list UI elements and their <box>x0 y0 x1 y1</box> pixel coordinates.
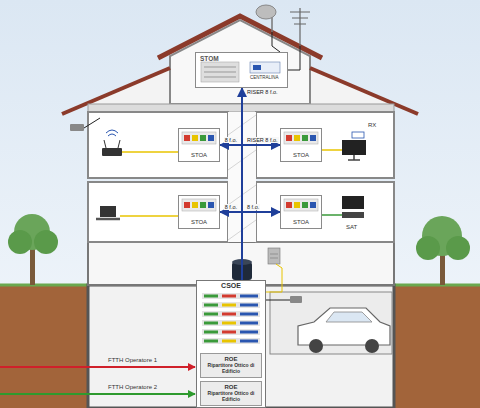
devices-part <box>120 215 178 217</box>
stoa-panel: STOA <box>178 128 220 162</box>
fiber-connector <box>242 212 280 280</box>
devices-part <box>352 132 364 138</box>
roe-panel: ROERipartitore Ottico di Edificio <box>200 353 262 378</box>
devices-part <box>268 248 280 264</box>
devices-part <box>266 300 290 301</box>
car-part <box>309 339 323 353</box>
csoe-internals <box>196 280 266 408</box>
fiber-connector <box>242 145 280 280</box>
stoa-internals <box>178 128 322 229</box>
devices-part <box>322 149 342 151</box>
trees-part <box>34 230 58 254</box>
house-structure-part <box>270 292 392 354</box>
stom-internals-part <box>201 62 239 82</box>
callout-label: SAT <box>346 224 357 231</box>
stoa-internals-part <box>280 128 322 162</box>
house-structure <box>62 16 418 408</box>
connector-rows-part <box>240 296 258 341</box>
node-title: CSOE <box>199 282 263 290</box>
stoa-panel: STOA <box>280 195 322 229</box>
devices-part <box>70 124 84 131</box>
connector-rows-part <box>204 296 218 341</box>
connector-label: RISER 8 f.o. <box>246 137 279 143</box>
stoa-panel: STOA <box>280 128 322 162</box>
roof-antennas-part <box>272 32 280 52</box>
car-part <box>326 312 372 322</box>
stom-internals <box>195 52 288 88</box>
house-structure-part <box>170 20 310 104</box>
connector-label: 8 f.o. <box>246 204 260 210</box>
devices-part <box>106 130 118 136</box>
connector-label: RISER 8 f.o. <box>246 89 279 95</box>
stoa-internals-part <box>280 195 322 229</box>
devices-part <box>290 296 302 303</box>
ground-part <box>392 285 480 408</box>
node-title: ROE <box>203 356 259 363</box>
devices-part <box>122 151 178 153</box>
car <box>298 308 390 353</box>
fiber-connector <box>220 212 242 280</box>
node-description: Ripartitore Ottico di Edificio <box>203 391 259 403</box>
car-part <box>365 339 379 353</box>
devices-part <box>266 264 282 292</box>
connector-rows-part <box>222 296 236 332</box>
connector-rows-part <box>222 305 236 341</box>
node-title: STOA <box>283 219 319 226</box>
car-part <box>298 308 390 345</box>
devices-part <box>102 148 122 156</box>
ground-part <box>0 285 90 408</box>
house-structure-part <box>88 182 228 242</box>
house-structure-part <box>88 112 228 178</box>
stom-internals-part <box>253 65 261 70</box>
fiber-connector <box>220 145 242 280</box>
devices-part <box>342 212 364 218</box>
devices-part <box>104 140 120 148</box>
ftth-lines-part <box>0 366 195 368</box>
connector-rows <box>202 293 260 344</box>
devices <box>70 118 366 303</box>
callout-label: FTTH Operatore 1 <box>108 357 157 364</box>
stom-internals-part <box>195 52 288 88</box>
node-title: STOA <box>283 152 319 159</box>
roof-antennas-part <box>290 8 310 46</box>
stom-internals-part <box>250 62 280 73</box>
connector-label: 8 f.o. <box>224 137 238 143</box>
devices-part <box>342 196 364 209</box>
trees-part <box>446 236 470 260</box>
connector-label: 8 f.o. <box>224 204 238 210</box>
ftth-lines-part <box>0 393 195 395</box>
node-description: Ripartitore Ottico di Edificio <box>203 363 259 375</box>
devices-part <box>348 155 360 160</box>
devices-part <box>322 214 342 216</box>
trees-part <box>8 230 32 254</box>
devices-part <box>84 118 100 128</box>
ftth-lines <box>0 367 195 394</box>
devices-part <box>100 206 116 217</box>
devices-part <box>270 254 278 258</box>
devices-part <box>96 218 120 221</box>
node-title: ROE <box>203 384 259 391</box>
stom-internals-part <box>204 67 236 77</box>
callout-label: RX <box>368 122 376 129</box>
roof-antennas-part <box>288 46 300 70</box>
callout-label: FTTH Operatore 2 <box>108 384 157 391</box>
node-title: STOA <box>181 219 217 226</box>
trees-part <box>416 236 440 260</box>
roof-antennas-part <box>256 5 276 19</box>
node-title: STOM <box>200 55 283 62</box>
callout-label: CENTRALINA <box>250 76 279 81</box>
stoa-internals-part <box>178 128 220 162</box>
node-title: STOA <box>181 152 217 159</box>
csoe-internals-part <box>196 280 266 408</box>
stoa-panel: STOA <box>178 195 220 229</box>
devices-part <box>342 140 366 155</box>
stom-panel: STOM <box>195 52 288 88</box>
csoe-cabinet: CSOEROERipartitore Ottico di EdificioROE… <box>196 280 266 408</box>
stoa-internals-part <box>178 195 220 229</box>
roe-panel: ROERipartitore Ottico di Edificio <box>200 381 262 406</box>
